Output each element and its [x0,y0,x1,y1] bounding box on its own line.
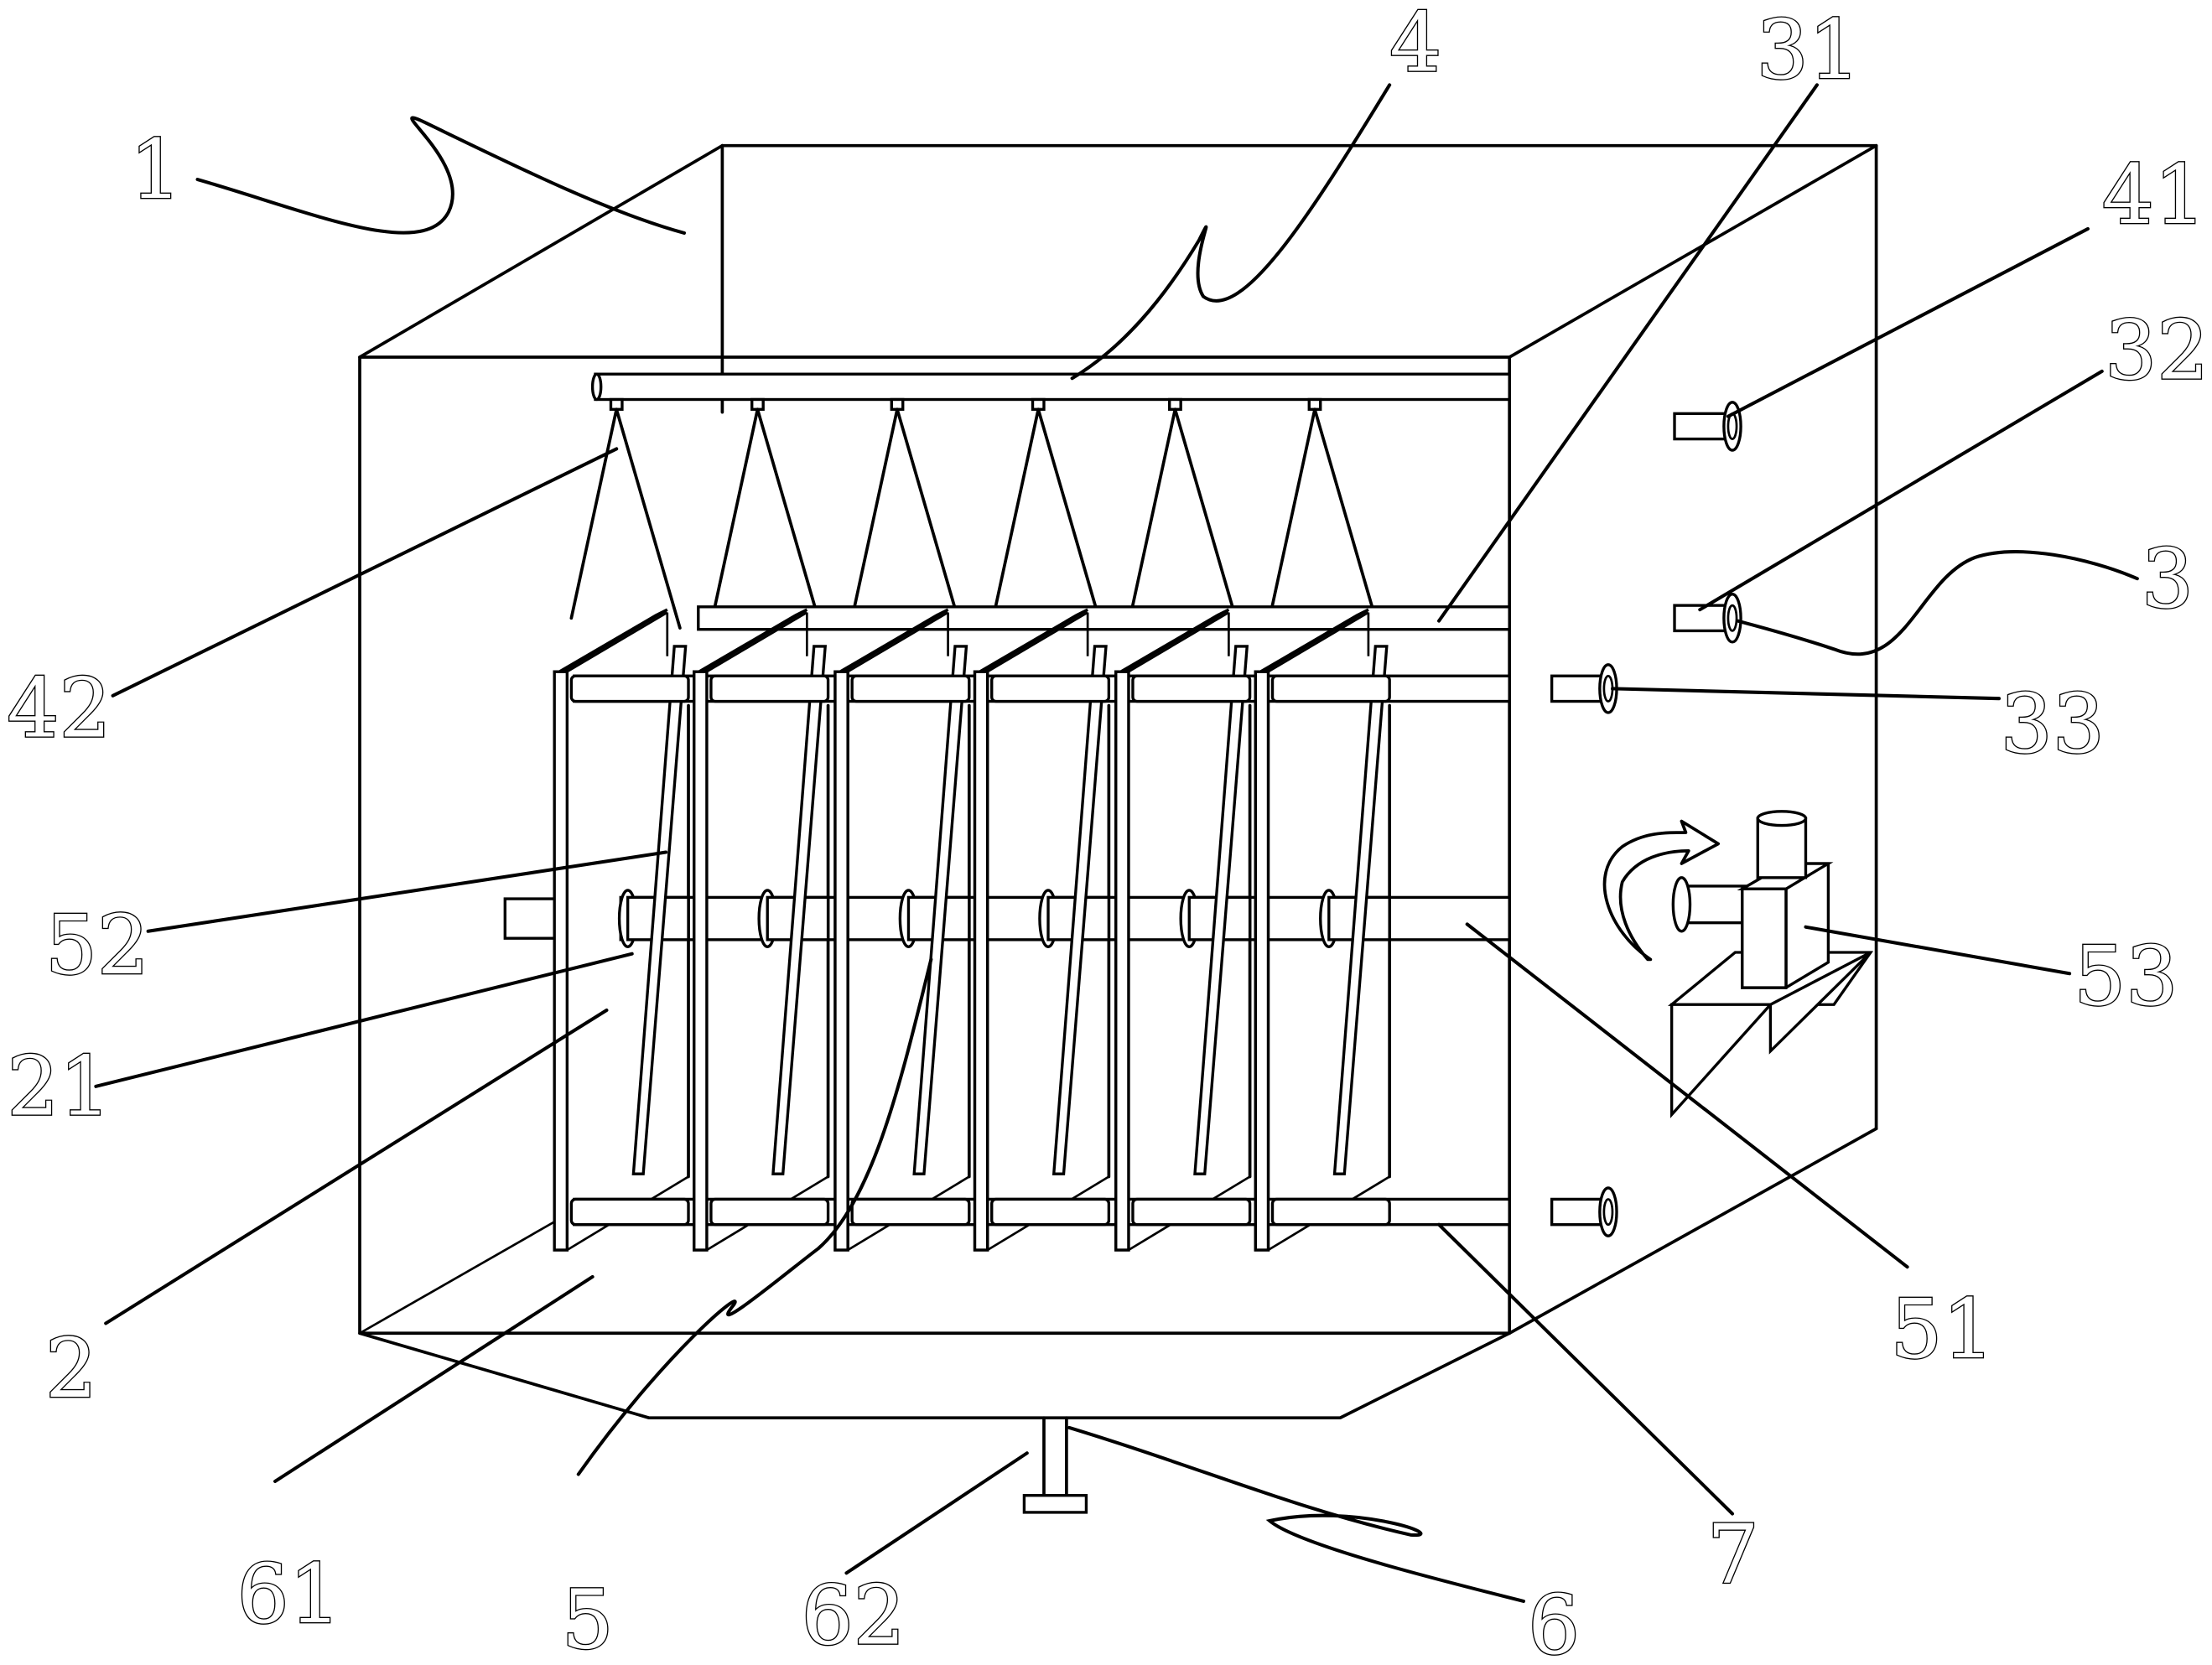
label-52: 52 [45,898,149,993]
spray-cone-right [1313,407,1380,630]
spray-cone-left [1128,407,1177,620]
plate-group [553,608,1392,1252]
label-6: 6 [1528,1578,1580,1665]
plate [973,608,1111,1252]
scraper-rod [631,645,688,1175]
lower-pipe-segment [990,1197,1111,1227]
plate-front-face [693,670,709,1252]
spray-cone-left [1268,407,1316,620]
plate-top-line [1128,611,1230,673]
spray-cone-right [615,407,682,630]
plate-front-face [1254,670,1270,1252]
label-53: 53 [2074,929,2178,1024]
scraper-rod [1051,645,1108,1175]
upper-pipe-segment [709,674,830,703]
plate [1114,608,1252,1252]
upper-pipe-segment [569,674,690,703]
plate-front-face [553,670,569,1252]
enclosure [358,143,1878,1336]
leader-lines [94,83,2139,1603]
label-62: 62 [802,1568,906,1663]
lower-port [1550,1186,1618,1237]
plate-front-face [833,670,849,1252]
upper-pipe-segment [990,674,1111,703]
lower-pipe-segment [1270,1197,1391,1227]
rotation-arrow-icon [1602,819,1721,962]
hopper-bottom [358,1331,1512,1420]
spray-cone-right [896,407,963,630]
label-4: 4 [1389,0,1441,91]
label-3: 3 [2142,532,2194,627]
label-5: 5 [562,1572,614,1665]
plate-top-line [847,611,949,673]
label-1: 1 [130,122,182,218]
label-31: 31 [1757,3,1861,98]
label-2: 2 [45,1321,97,1417]
label-51: 51 [1890,1282,1994,1377]
label-21: 21 [7,1039,111,1134]
spray-cone-left [850,407,899,620]
plate-top-line [706,611,808,673]
label-32: 32 [2105,303,2209,398]
label-41: 41 [2102,148,2206,243]
lower-pipe-segment [1131,1197,1252,1227]
label-42: 42 [7,661,111,757]
scraper-rod [771,645,828,1175]
motor [1667,810,1874,1118]
spray-cone-right [1173,407,1240,630]
plate-top-line [986,611,1088,673]
plate-top-line [566,611,668,673]
spray-inlet [1673,401,1742,452]
spray-cone-left [710,407,760,620]
nozzle-group [569,397,1380,630]
lower-pipe-segment [569,1197,690,1227]
label-7: 7 [1707,1507,1759,1603]
upper-pipe [697,605,1511,631]
port-flange [1673,592,1742,644]
upper-pipe-segment [850,674,971,703]
lower-pipe-segment [709,1197,830,1227]
scraper-rod [912,645,968,1175]
upper-pipe-segment [1131,674,1252,703]
spray-cone-left [569,407,619,620]
spray-cone-left [991,407,1041,620]
scraper-rod [1193,645,1249,1175]
plate-top-line [1267,611,1369,673]
label-61: 61 [237,1547,341,1642]
reference-labels: 1 4 31 41 32 3 33 42 52 53 21 2 51 7 61 … [6,0,2210,1665]
plate [1254,608,1392,1252]
drain-pipe [1022,1416,1088,1514]
plate-front-face [1114,670,1130,1252]
spray-cone-right [756,407,823,630]
scraper-rod [1332,645,1389,1175]
spray-cone-right [1036,407,1103,630]
plate [833,608,971,1252]
plate [693,608,830,1252]
spray-pipe [590,372,1511,402]
plate-front-face [973,670,989,1252]
plate [553,608,690,1252]
upper-pipe-segment [1270,674,1391,703]
middle-port [1550,663,1618,714]
lower-pipe-segment [850,1197,971,1227]
label-33: 33 [2001,677,2105,772]
